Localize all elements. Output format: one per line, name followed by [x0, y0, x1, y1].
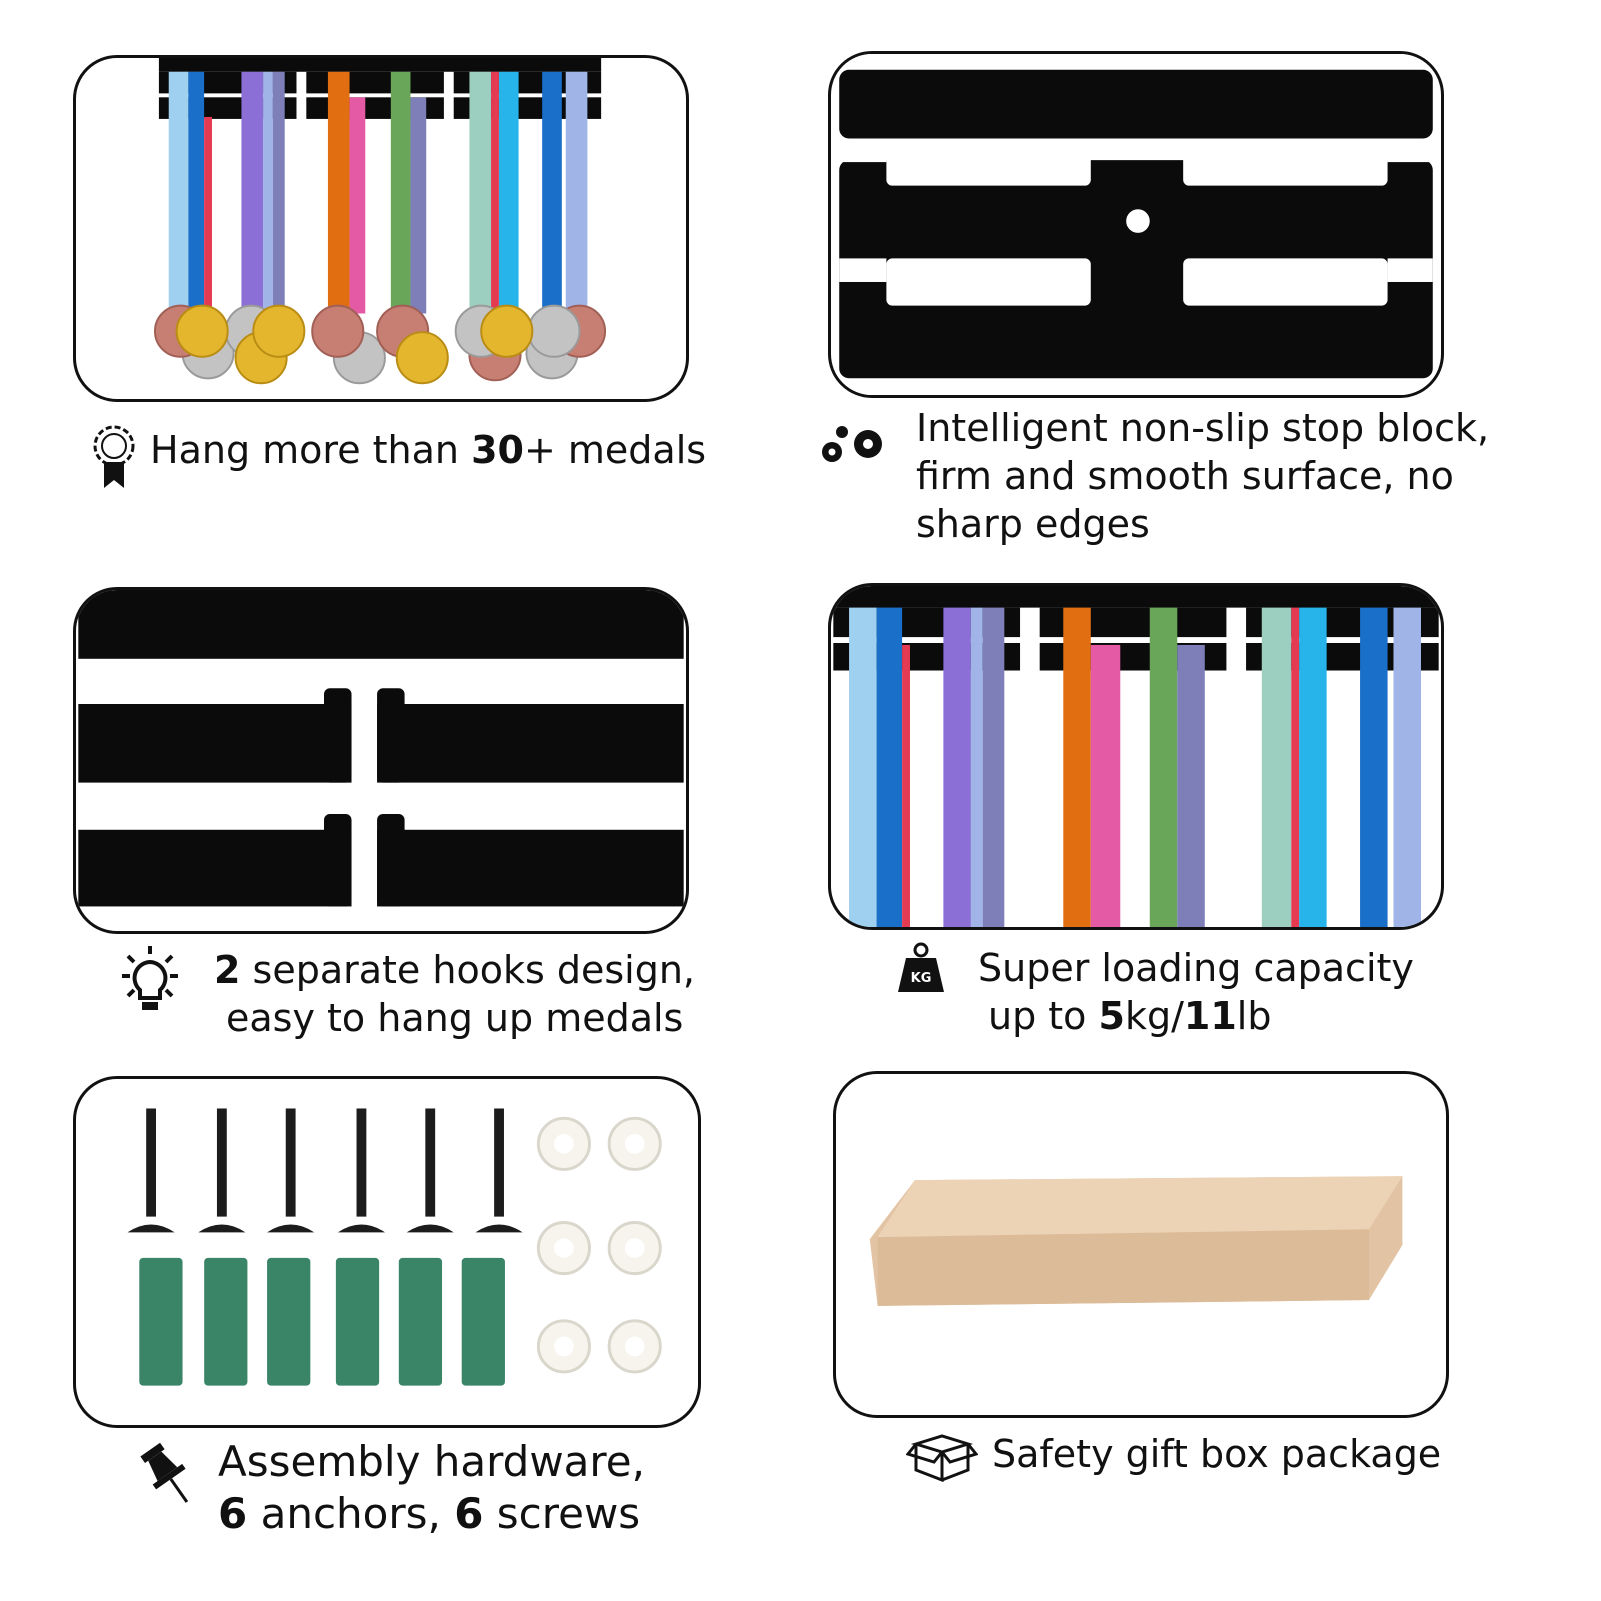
caption-capacity-line-2: up to 5kg/11lb — [978, 992, 1414, 1040]
hooks-illustration — [78, 590, 684, 907]
caption-capacity-unit-kg: kg/ — [1124, 994, 1184, 1038]
caption-hooks-line-2: easy to hang up medals — [226, 996, 684, 1040]
caption-capacity-text: up to — [988, 994, 1099, 1038]
anchors — [139, 1257, 505, 1386]
screws — [127, 1108, 523, 1233]
hooks-design-image — [73, 587, 689, 934]
loading-capacity-image — [828, 583, 1444, 930]
hardware-illustration — [127, 1108, 662, 1386]
caption-hardware-line-1: Assembly hardware, — [218, 1437, 645, 1486]
caption-medals-text-2: + medals — [523, 428, 707, 472]
rack-with-medals-illustration — [153, 58, 607, 385]
caption-hardware-text-2: screws — [483, 1489, 641, 1538]
weight-kg-icon-text: KG — [911, 971, 932, 986]
gift-box-illustration — [869, 1176, 1403, 1306]
lightbulb-icon — [114, 944, 186, 1016]
caption-medals-text: Hang more than — [150, 428, 472, 472]
rack-with-medals-image — [73, 55, 689, 402]
gift-box-image — [833, 1071, 1449, 1418]
caption-hardware-screws-count: 6 — [454, 1489, 484, 1538]
ribbons-illustration — [833, 586, 1439, 927]
caption-medals-number: 30 — [471, 428, 524, 472]
caption-capacity-kg-value: 5 — [1098, 994, 1125, 1038]
weight-kg-icon: KG — [898, 942, 944, 994]
caption-capacity-line-1: Super loading capacity — [978, 946, 1414, 990]
caption-stopblock: Intelligent non-slip stop block, firm an… — [916, 404, 1489, 548]
pushpin-icon — [140, 1440, 196, 1510]
caption-hardware-anchors-count: 6 — [218, 1489, 248, 1538]
caption-hardware-line-2: 6 anchors, 6 screws — [218, 1488, 645, 1540]
caption-stopblock-line-2: firm and smooth surface, no — [916, 454, 1454, 498]
stop-block-illustration — [833, 54, 1439, 395]
caption-stopblock-line-1: Intelligent non-slip stop block, — [916, 406, 1490, 450]
caption-giftbox: Safety gift box package — [992, 1432, 1442, 1476]
caption-hooks: 2 separate hooks design, easy to hang up… — [214, 946, 695, 1042]
caption-capacity-lb-value: 11 — [1183, 994, 1237, 1038]
caption-hardware: Assembly hardware, 6 anchors, 6 screws — [218, 1436, 645, 1540]
caption-hardware-text: anchors, — [247, 1489, 455, 1538]
ribbon-award-icon — [90, 424, 138, 492]
gears-icon — [816, 420, 892, 468]
caption-stopblock-line-3: sharp edges — [916, 502, 1150, 546]
assembly-hardware-image — [73, 1076, 701, 1428]
caption-capacity-unit-lb: lb — [1236, 994, 1272, 1038]
caption-hooks-line-1: 2 separate hooks design, — [214, 946, 695, 994]
caption-hooks-text: separate hooks design, — [240, 948, 695, 992]
open-box-icon — [905, 1430, 979, 1483]
caption-capacity: Super loading capacity up to 5kg/11lb — [978, 944, 1414, 1040]
caption-hooks-number: 2 — [214, 948, 241, 992]
stop-block-closeup-image — [828, 51, 1444, 398]
caption-medals: Hang more than 30+ medals — [150, 426, 706, 474]
